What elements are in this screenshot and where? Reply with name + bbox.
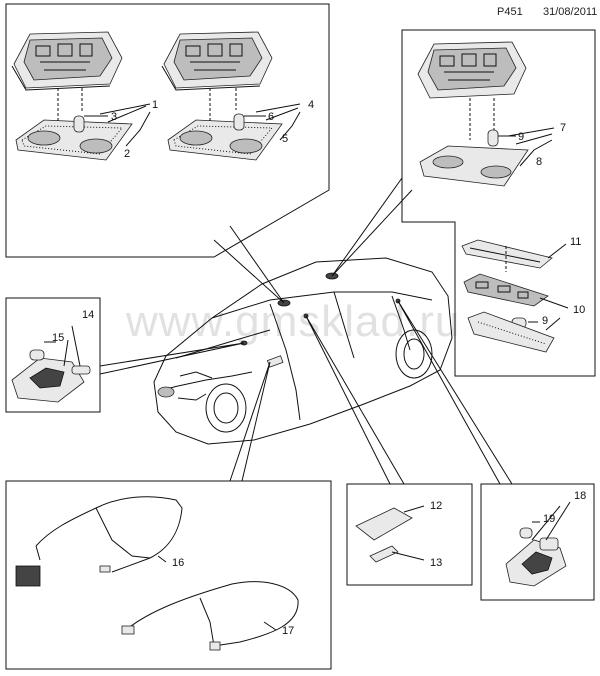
- diagram-code: P451: [497, 6, 523, 18]
- sunroof-lamp-lens: [467, 311, 555, 353]
- callout-1: 1: [152, 99, 158, 111]
- callout-6: 6: [268, 111, 274, 123]
- glovebox-lamp-housing: [11, 357, 91, 403]
- harness-16-terminal: [99, 565, 111, 573]
- callout-14: 14: [82, 309, 94, 321]
- bulb-6-icon: [233, 113, 245, 131]
- harness-17-terminal-b: [209, 641, 221, 651]
- panel-visor-lamp: [346, 483, 473, 586]
- watermark-text: www.gmsklad.ru: [125, 297, 460, 346]
- sunroof-lamp-frame: [461, 239, 553, 269]
- panel-luggage-lamp: [480, 483, 595, 601]
- callout-2: 2: [124, 148, 130, 160]
- panel-glovebox-lamp: [5, 297, 101, 413]
- sunroof-lamp-housing: [463, 273, 549, 307]
- callout-12: 12: [430, 500, 442, 512]
- rear-lamp-assembly: [417, 41, 527, 99]
- diagram-date: 31/08/2011: [543, 6, 598, 18]
- callout-8: 8: [536, 156, 542, 168]
- harness-16-connector: [15, 565, 41, 587]
- rear-lamp-lens: [419, 145, 529, 187]
- visor-lamp-bulb: [369, 545, 399, 563]
- callout-9b: 9: [542, 315, 548, 327]
- panel-rear-dome-lamps: [401, 29, 596, 377]
- harness-17-terminal-a: [121, 625, 135, 635]
- front-lamp-lens-left: [15, 119, 133, 161]
- luggage-lamp-housing: [505, 537, 567, 587]
- wiring-harness-17: [121, 581, 299, 651]
- callout-16: 16: [172, 557, 184, 569]
- callout-17: 17: [282, 625, 294, 637]
- bulb-9-icon: [487, 129, 499, 147]
- front-lamp-assembly-right: [161, 31, 273, 91]
- callout-19: 19: [543, 513, 555, 525]
- callout-9a: 9: [518, 131, 524, 143]
- callout-5: 5: [282, 133, 288, 145]
- callout-11: 11: [570, 236, 581, 248]
- callout-13: 13: [430, 557, 442, 569]
- panel-wiring-harness: [5, 480, 332, 670]
- callout-7: 7: [560, 122, 566, 134]
- visor-lamp-cover: [355, 507, 413, 541]
- panel-front-dome-lamps: [5, 3, 330, 258]
- bulb-19-icon: [519, 527, 533, 539]
- wiring-harness-16: [15, 496, 183, 587]
- bulb-3-icon: [73, 115, 85, 133]
- callout-10: 10: [573, 304, 585, 316]
- bulb-15-icon: [29, 349, 45, 361]
- callout-18: 18: [574, 490, 586, 502]
- marker-harness: [266, 355, 284, 368]
- callout-15: 15: [52, 332, 64, 344]
- callout-4: 4: [308, 99, 314, 111]
- front-lamp-lens-right: [167, 119, 283, 161]
- front-lamp-assembly-left: [11, 31, 123, 91]
- car-silhouette: [153, 257, 453, 445]
- callout-3: 3: [111, 111, 117, 123]
